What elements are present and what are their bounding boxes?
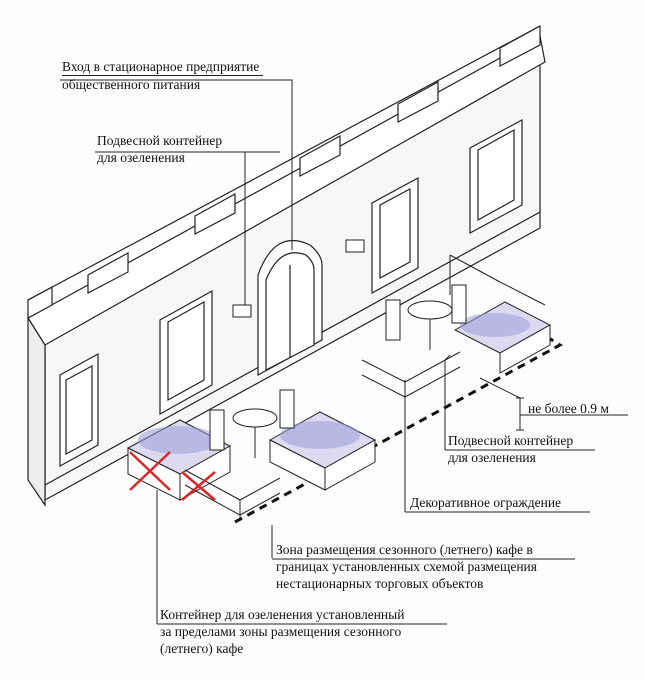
plants [138, 313, 530, 454]
label-line: Вход в стационарное предприятие [62, 58, 264, 76]
label-line: Контейнер для озеленения установленный [160, 607, 405, 622]
label-outside-container: Контейнер для озеленения установленный з… [160, 606, 404, 657]
label-cafe-zone: Зона размещения сезонного (летнего) кафе… [276, 541, 537, 592]
label-hanging-container-top: Подвесной контейнер для озеленения [97, 132, 222, 166]
label-line: за пределами зоны размещения сезонного [160, 624, 402, 639]
prohibited-container-cross [129, 451, 216, 501]
label-line: для озеленения [97, 150, 185, 165]
label-line: общественного питания [62, 77, 201, 92]
label-line: (летнего) кафе [160, 641, 244, 656]
label-height-limit: не более 0.9 м [528, 401, 609, 416]
label-line: Подвесной контейнер [97, 133, 223, 148]
cafe-zone-boundary [234, 318, 563, 524]
building-facade [27, 24, 546, 507]
label-line: для озеленения [448, 450, 536, 465]
label-line: границах установленных схемой размещения [276, 559, 537, 574]
label-hanging-container-right: Подвесной контейнер для озеленения [448, 432, 573, 466]
tables-and-chairs [209, 284, 467, 458]
height-dimension [479, 377, 628, 431]
label-line: Подвесной контейнер [448, 433, 574, 448]
label-decorative-fence: Декоративное ограждение [410, 495, 562, 510]
label-entrance: Вход в стационарное предприятие обществе… [62, 58, 264, 93]
label-line: Зона размещения сезонного (летнего) кафе… [276, 542, 533, 557]
leader-lines [60, 79, 595, 625]
wall-hanging-containers [232, 239, 365, 318]
label-line: нестационарных торговых объектов [276, 576, 484, 591]
